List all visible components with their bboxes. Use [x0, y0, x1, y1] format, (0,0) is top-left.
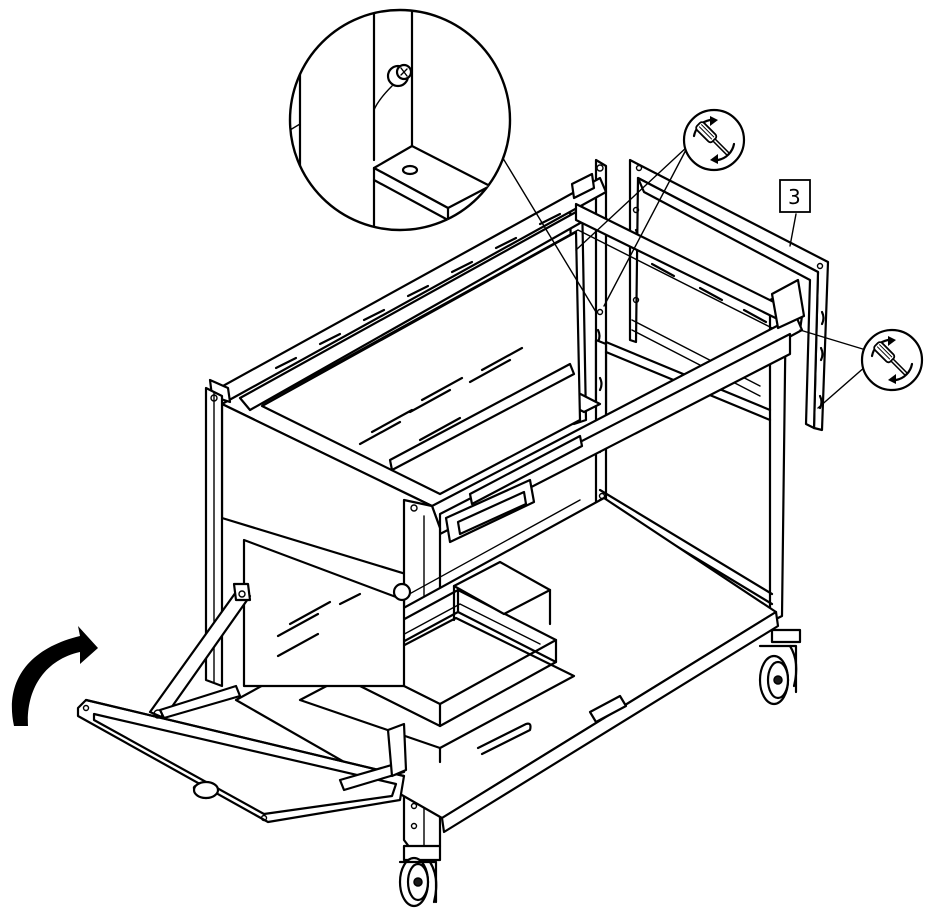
curved-arrow-icon — [11, 626, 98, 726]
caster-rear-right — [758, 628, 802, 706]
screwdriver-rotate-icon — [860, 328, 924, 392]
lower-grille — [242, 538, 412, 688]
brand-plate — [444, 478, 536, 544]
zoom-detail — [288, 8, 512, 232]
caster-front-left-hidden — [192, 780, 220, 800]
part-number: 3 — [788, 185, 801, 209]
caster-front-left — [398, 844, 442, 908]
screwdriver-rotate-icon — [682, 108, 746, 172]
fold-out-tray — [76, 582, 408, 824]
part-label-3: 3 — [779, 179, 811, 213]
grille-panel — [260, 230, 584, 506]
leader-lines — [497, 145, 867, 409]
